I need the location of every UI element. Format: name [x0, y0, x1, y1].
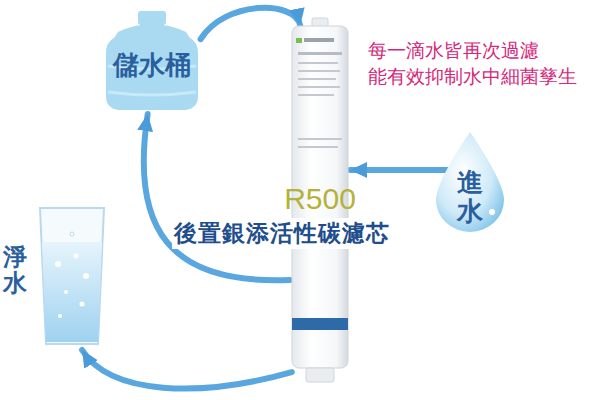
storage-tank: 儲水桶: [98, 8, 206, 112]
outlet-label: 淨水: [3, 244, 27, 297]
water-glass: [36, 204, 108, 350]
tank-label: 儲水桶: [113, 48, 191, 83]
flow-arrow: [82, 350, 292, 388]
filter-title: 後置銀添活性碳濾芯: [172, 218, 392, 249]
inlet-drop: 進水: [430, 130, 510, 234]
inlet-label: 進水: [457, 168, 483, 225]
feature-note: 每一滴水皆再次過濾 能有效抑制水中細菌孳生: [368, 38, 598, 89]
clean-water-glass: 淨水: [2, 200, 110, 350]
flow-arrow: [144, 114, 290, 280]
flow-arrow: [350, 167, 448, 173]
flow-arrow: [201, 8, 301, 39]
model-number: R500: [284, 182, 356, 216]
